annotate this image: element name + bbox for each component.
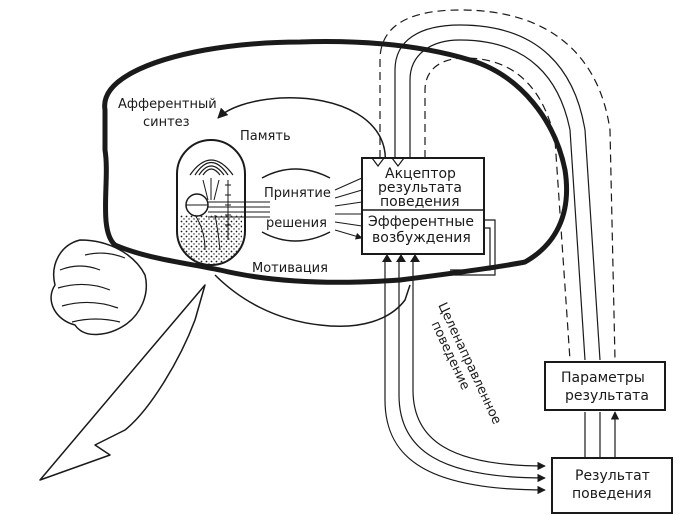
efferent-side-lines [450,219,496,276]
label-efferent-2: возбуждения [372,230,471,246]
label-decision-2: решения [266,216,327,231]
acceptor-efferent-box [361,157,485,262]
decision-fan-lines [334,177,362,238]
label-acceptor-3: поведения [380,194,460,210]
label-result-params-2: результата [565,388,649,404]
return-loop-solid-2 [394,24,601,361]
cerebellum-outline [50,239,147,336]
label-goal-behavior-1: Целенаправленное [434,300,504,426]
return-loop-solid-1 [409,39,586,361]
cerebellum-folds [57,252,126,323]
label-afferent-synthesis-2: синтез [143,115,190,130]
result-parameters-box [544,361,666,411]
label-behavior-result-2: поведения [572,486,652,502]
return-loop-dashed-2 [424,57,571,361]
behavior-line-1 [384,262,546,495]
label-decision-1: Принятие [264,186,331,201]
label-memory: Память [240,129,291,144]
behavior-line-2 [398,262,546,483]
decision-arc-bottom [261,231,331,242]
result-to-params-arrows [584,412,615,458]
feedback-loop-to-synthesis [217,97,386,166]
label-acceptor-2: результата [378,180,462,196]
label-efferent-1: Эфферентные [368,214,474,230]
behavior-result-box [551,457,673,514]
behavior-line-3 [412,262,546,471]
capsule-to-decision-lines [208,201,270,218]
label-goal-behavior-group: Целенаправленное поведение [428,300,504,426]
afferent-input-arrow [39,284,206,481]
label-acceptor-1: Акцептор [385,166,456,182]
label-motivation: Мотивация [252,261,328,276]
decision-arc-top [261,168,331,179]
brain-outline [102,39,570,285]
label-afferent-synthesis-1: Афферентный [118,97,217,112]
label-result-params-1: Параметры [561,370,645,386]
label-behavior-result-1: Результат [575,468,650,484]
brainstem-outline [214,274,411,327]
